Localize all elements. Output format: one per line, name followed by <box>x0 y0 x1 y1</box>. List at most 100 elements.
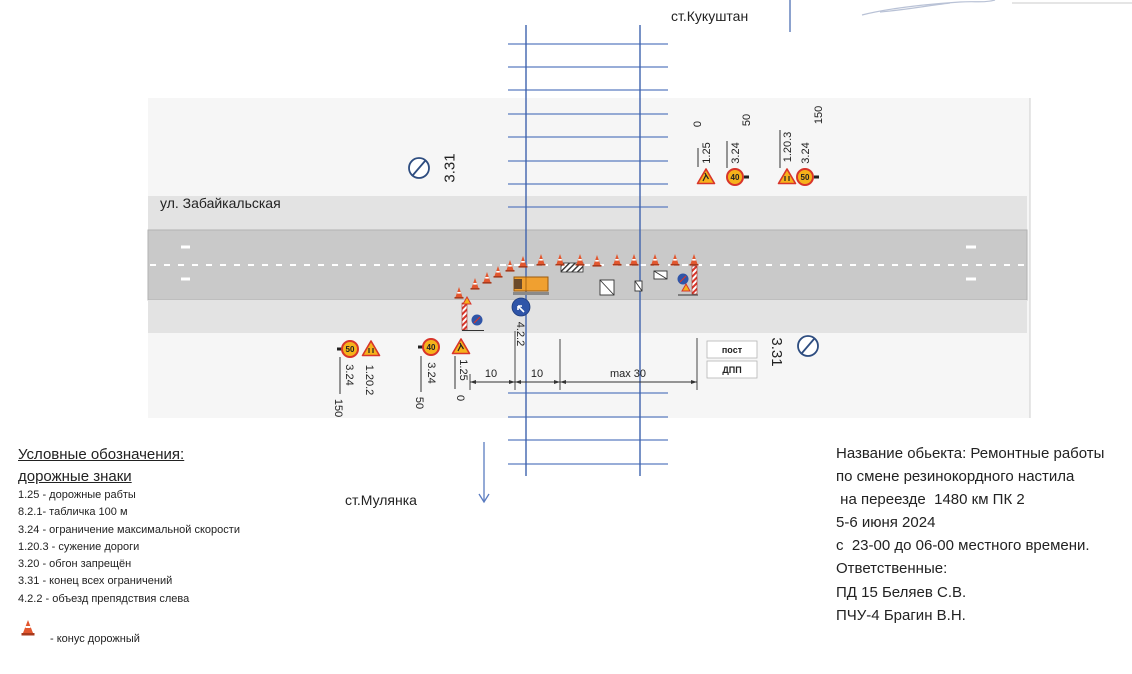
barricade-left <box>461 295 484 331</box>
speed-limit-value: 50 <box>346 345 355 354</box>
road-narrowing-sign-icon <box>361 340 381 357</box>
traffic-cone-icon <box>536 254 546 266</box>
sign-code-label: 3.24 <box>800 142 812 163</box>
legend-title: Условные обозначения: <box>18 446 185 463</box>
traffic-cone-icon <box>592 255 602 267</box>
traffic-cone-icon <box>493 266 503 278</box>
legend-item: 4.2.2 - объезд препядствия слева <box>18 592 190 605</box>
sign-posts-south: 50 40 3.24 1.20.2 150 3.24 50 1.25 0 <box>332 338 471 417</box>
speed-limit-sign-icon: 50 <box>796 168 814 186</box>
post-box-label: пост <box>722 345 743 355</box>
end-restrictions-label: 3.31 <box>441 153 458 182</box>
traffic-cones <box>454 254 699 299</box>
road-works-sign-icon <box>451 338 471 355</box>
dimension-lines <box>469 331 698 390</box>
legend-item: 8.2.1- табличка 100 м <box>18 506 128 519</box>
cone-legend-label: - конус дорожный <box>50 633 140 645</box>
traffic-cone-icon <box>454 287 464 299</box>
work-zone: 4.2.2 <box>454 254 699 346</box>
object-info: Название обьекта: Ремонтные работы по см… <box>836 442 1104 627</box>
sign-distance-label: 0 <box>692 121 704 127</box>
end-restrictions-sign <box>408 157 430 179</box>
object-info-line: по смене резинокордного настила <box>836 468 1075 486</box>
object-info-line: ПД 15 Беляев С.В. <box>836 583 967 601</box>
sign-code-label: 3.24 <box>730 142 742 163</box>
legend-list: 1.25 - дорожные рабты 8.2.1- табличка 10… <box>18 487 240 608</box>
road-shoulder-north <box>148 196 1027 230</box>
end-restrictions-label: 3.31 <box>768 337 785 366</box>
sign-posts-north: 0 1.25 50 3.24 1.20.3 3.24 150 40 50 <box>692 106 825 186</box>
post-box <box>706 360 758 379</box>
down-arrow-icon <box>478 442 490 504</box>
speed-limit-sign-icon: 50 <box>341 340 359 358</box>
detour-sign-icon <box>511 297 531 317</box>
street-label: ул. Забайкальская <box>160 195 281 211</box>
road-plate <box>599 279 615 296</box>
station-north-label: ст.Кукуштан <box>671 8 748 24</box>
speed-limit-sign-icon: 40 <box>422 338 440 356</box>
speed-limit-sign-icon: 40 <box>726 168 744 186</box>
legend-item: 1.20.3 - сужение дороги <box>18 540 140 553</box>
dimension-label: max 30 <box>610 368 646 380</box>
speed-limit-value: 40 <box>731 173 740 182</box>
sign-plate <box>418 345 423 349</box>
traffic-cone-icon <box>575 254 585 266</box>
road <box>147 196 1028 333</box>
traffic-cone-icon <box>482 272 492 284</box>
road-narrowing-sign-icon <box>777 168 797 185</box>
sign-plate <box>744 175 749 179</box>
sign-distance-label: 150 <box>332 399 344 417</box>
end-restrictions-sign <box>797 335 819 357</box>
rail-sleepers <box>508 43 668 465</box>
road-plate <box>653 270 668 280</box>
dimension-label: 10 <box>531 368 543 380</box>
road-works-sign-icon <box>696 168 716 185</box>
sign-code-label: 1.20.2 <box>363 365 375 396</box>
work-truck-icon <box>513 276 549 295</box>
traffic-cone-icon <box>612 254 622 266</box>
sign-plate <box>337 347 342 351</box>
road-plate <box>634 280 643 292</box>
dimension-label: 10 <box>485 368 497 380</box>
sign-code-label: 1.25 <box>457 359 469 380</box>
sign-code-label: 1.20.3 <box>782 132 794 163</box>
post-box-label: ДПП <box>722 365 741 375</box>
object-info-line: ПЧУ-4 Брагин В.Н. <box>836 606 966 624</box>
legend-item: 3.24 - ограничение максимальной скорости <box>18 523 240 536</box>
sign-plate <box>814 175 819 179</box>
detour-sign-label: 4.2.2 <box>514 322 526 346</box>
sign-code-label: 3.24 <box>425 362 437 383</box>
sign-code-label: 3.24 <box>343 364 355 385</box>
sign-distance-label: 0 <box>454 395 466 401</box>
traffic-cone-icon <box>670 254 680 266</box>
object-info-line: Ответственные: <box>836 560 948 578</box>
road-shoulder-south <box>148 300 1027 333</box>
traffic-cone-icon <box>470 278 480 290</box>
traffic-cone-icon <box>650 254 660 266</box>
road-barrier <box>560 262 584 273</box>
cone-icon <box>21 620 35 636</box>
traffic-cone-icon <box>555 254 565 266</box>
legend-item: 3.31 - конец всех ограничений <box>18 575 173 588</box>
object-info-line: на переезде 1480 км ПК 2 <box>836 491 1025 509</box>
object-info-line: с 23-00 до 06-00 местного времени. <box>836 537 1090 555</box>
legend-item: 1.25 - дорожные рабты <box>18 489 136 501</box>
traffic-cone-icon <box>689 254 699 266</box>
sign-code-label: 1.25 <box>701 142 713 163</box>
speed-limit-value: 50 <box>801 173 810 182</box>
sign-distance-label: 50 <box>741 114 753 126</box>
object-info-line: Название обьекта: Ремонтные работы <box>836 445 1105 462</box>
speed-limit-value: 40 <box>427 343 436 352</box>
post-box <box>706 340 758 359</box>
traffic-cone-icon <box>518 256 528 268</box>
legend-item: 3.20 - обгон запрещён <box>18 558 132 571</box>
barricade-right <box>677 265 698 296</box>
signature-scribble <box>861 0 1132 16</box>
sign-distance-label: 50 <box>413 397 425 409</box>
sign-distance-label: 150 <box>813 106 825 124</box>
legend-subtitle: дорожные знаки <box>18 468 132 485</box>
object-info-line: 5-6 июня 2024 <box>836 514 936 532</box>
traffic-cone-icon <box>629 254 639 266</box>
station-south-label: ст.Мулянка <box>345 492 417 508</box>
